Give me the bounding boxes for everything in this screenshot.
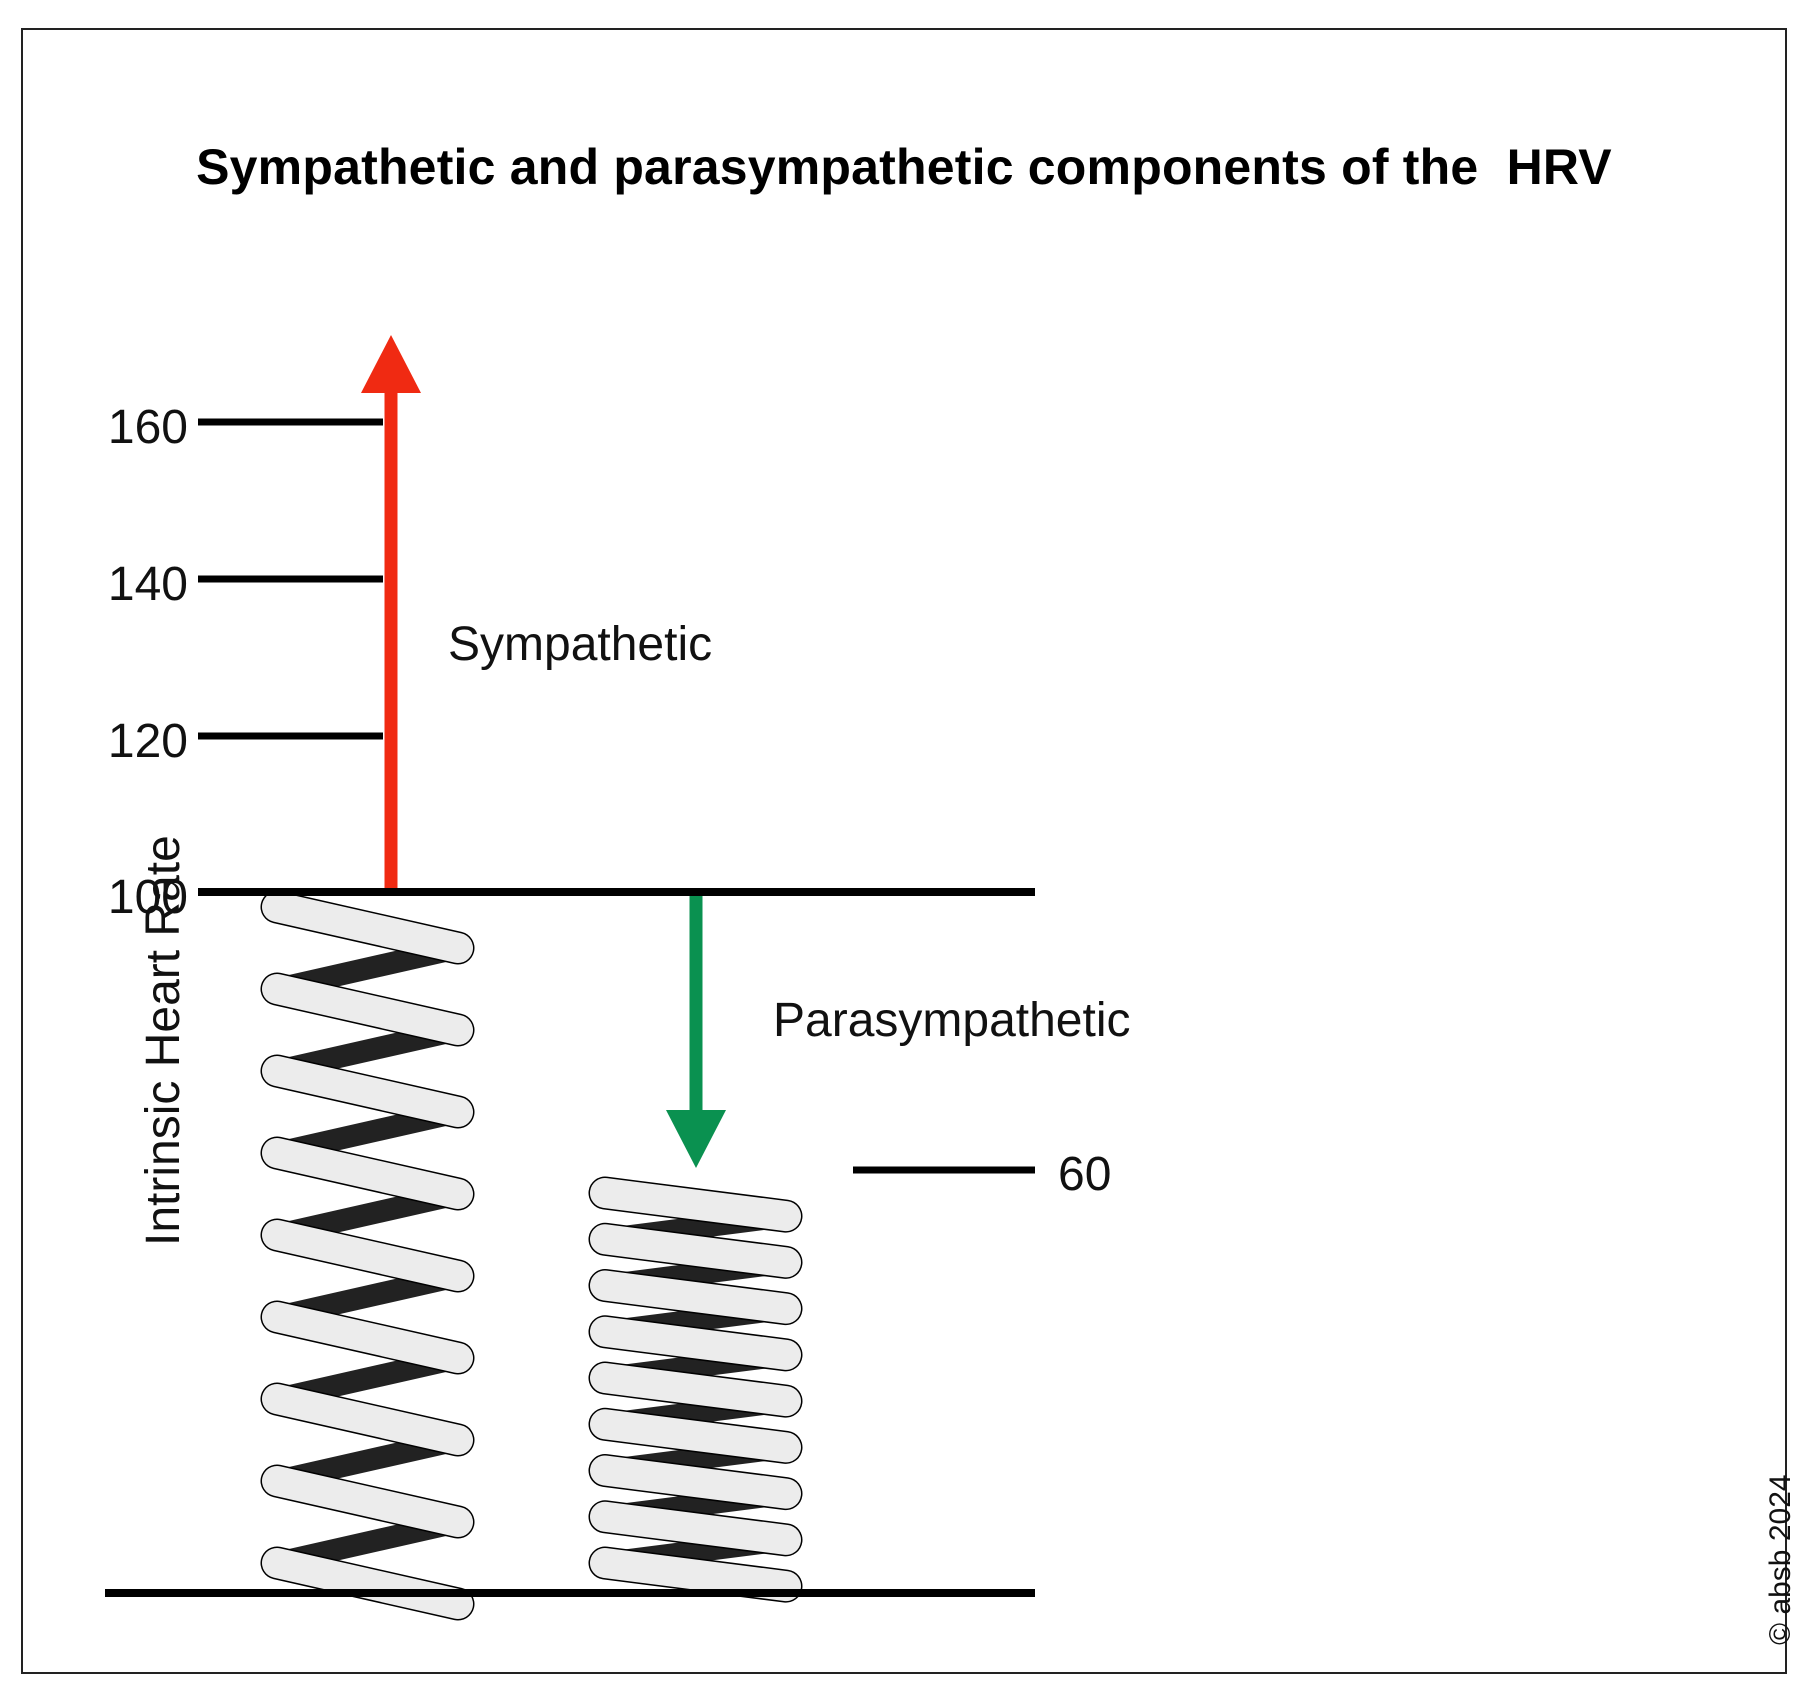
coil-front [262,1302,473,1373]
coil-front [590,1178,801,1232]
diagram-title: Sympathetic and parasympathetic componen… [196,139,1612,195]
coil-front [590,1316,801,1370]
parasympathetic-spring [588,1176,803,1603]
coil-front [590,1501,801,1555]
copyright-credit: © absb 2024 [1764,1474,1797,1645]
coil-front [590,1455,801,1509]
tick-label-140: 140 [107,558,188,611]
sympathetic-label: Sympathetic [448,618,713,671]
coil-front [262,1466,473,1537]
coil-front [590,1548,801,1602]
tick-label-100: 100 [107,871,188,924]
coil-front [590,1224,801,1278]
coil-front [262,1548,473,1619]
coil-front [590,1270,801,1324]
coil-front [590,1363,801,1417]
tick-label-120: 120 [107,715,188,768]
intrinsic-spring [260,890,475,1621]
marker-60-label: 60 [1058,1148,1112,1201]
coil-front [590,1409,801,1463]
coil-front [262,1056,473,1127]
y-axis-label: Intrinsic Heart Rate [137,835,190,1246]
figure-frame [21,28,1787,1674]
parasympathetic-label: Parasympathetic [773,994,1131,1047]
sympathetic-arrow [361,335,421,888]
tick-label-160: 160 [107,401,188,454]
coil-front [262,974,473,1045]
parasympathetic-arrow [666,896,726,1168]
scale-ticks [198,418,383,740]
coil-front [262,892,473,963]
coil-front [262,1220,473,1291]
coil-front [262,1138,473,1209]
coil-front [262,1384,473,1455]
